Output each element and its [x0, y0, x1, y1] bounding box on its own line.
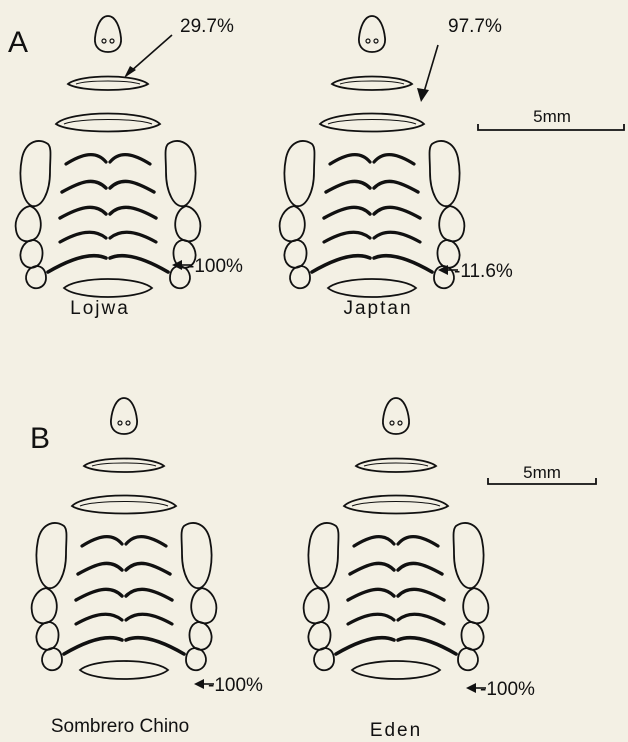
japtan-drawing: [280, 16, 465, 297]
eden-label: Eden: [370, 720, 422, 741]
lojwa-bottom-percent: -100%: [188, 256, 243, 277]
eden-bottom-arrowhead: [466, 683, 476, 693]
lojwa-label: Lojwa: [70, 298, 130, 319]
scale-bar-b-label: 5mm: [523, 463, 561, 482]
sombrero-chino-bottom-arrowhead: [194, 679, 204, 689]
japtan-top-arrow-line: [424, 45, 438, 92]
panel-a-letter: A: [8, 26, 28, 59]
eden-drawing: [304, 398, 489, 679]
lojwa-top-percent: 29.7%: [180, 16, 234, 37]
scale-bar-a-label: 5mm: [533, 107, 571, 126]
lojwa-top-arrow-line: [130, 35, 172, 72]
panel-b: B -100% Sombrero Chino -100% Eden 5mm: [30, 398, 596, 741]
japtan-top-arrowhead: [417, 88, 429, 102]
lojwa-drawing: [16, 16, 201, 297]
panel-b-letter: B: [30, 422, 50, 455]
panel-a: A 29.7% -100% Lojwa 97.7% -11.6% Japtan …: [8, 16, 624, 319]
sombrero-chino-bottom-percent: -100%: [208, 675, 263, 696]
sombrero-chino-drawing: [32, 398, 217, 679]
eden-bottom-percent: -100%: [480, 679, 535, 700]
sombrero-chino-label: Sombrero Chino: [51, 716, 189, 737]
japtan-top-percent: 97.7%: [448, 16, 502, 37]
japtan-bottom-percent: -11.6%: [454, 261, 513, 282]
japtan-label: Japtan: [343, 298, 412, 319]
